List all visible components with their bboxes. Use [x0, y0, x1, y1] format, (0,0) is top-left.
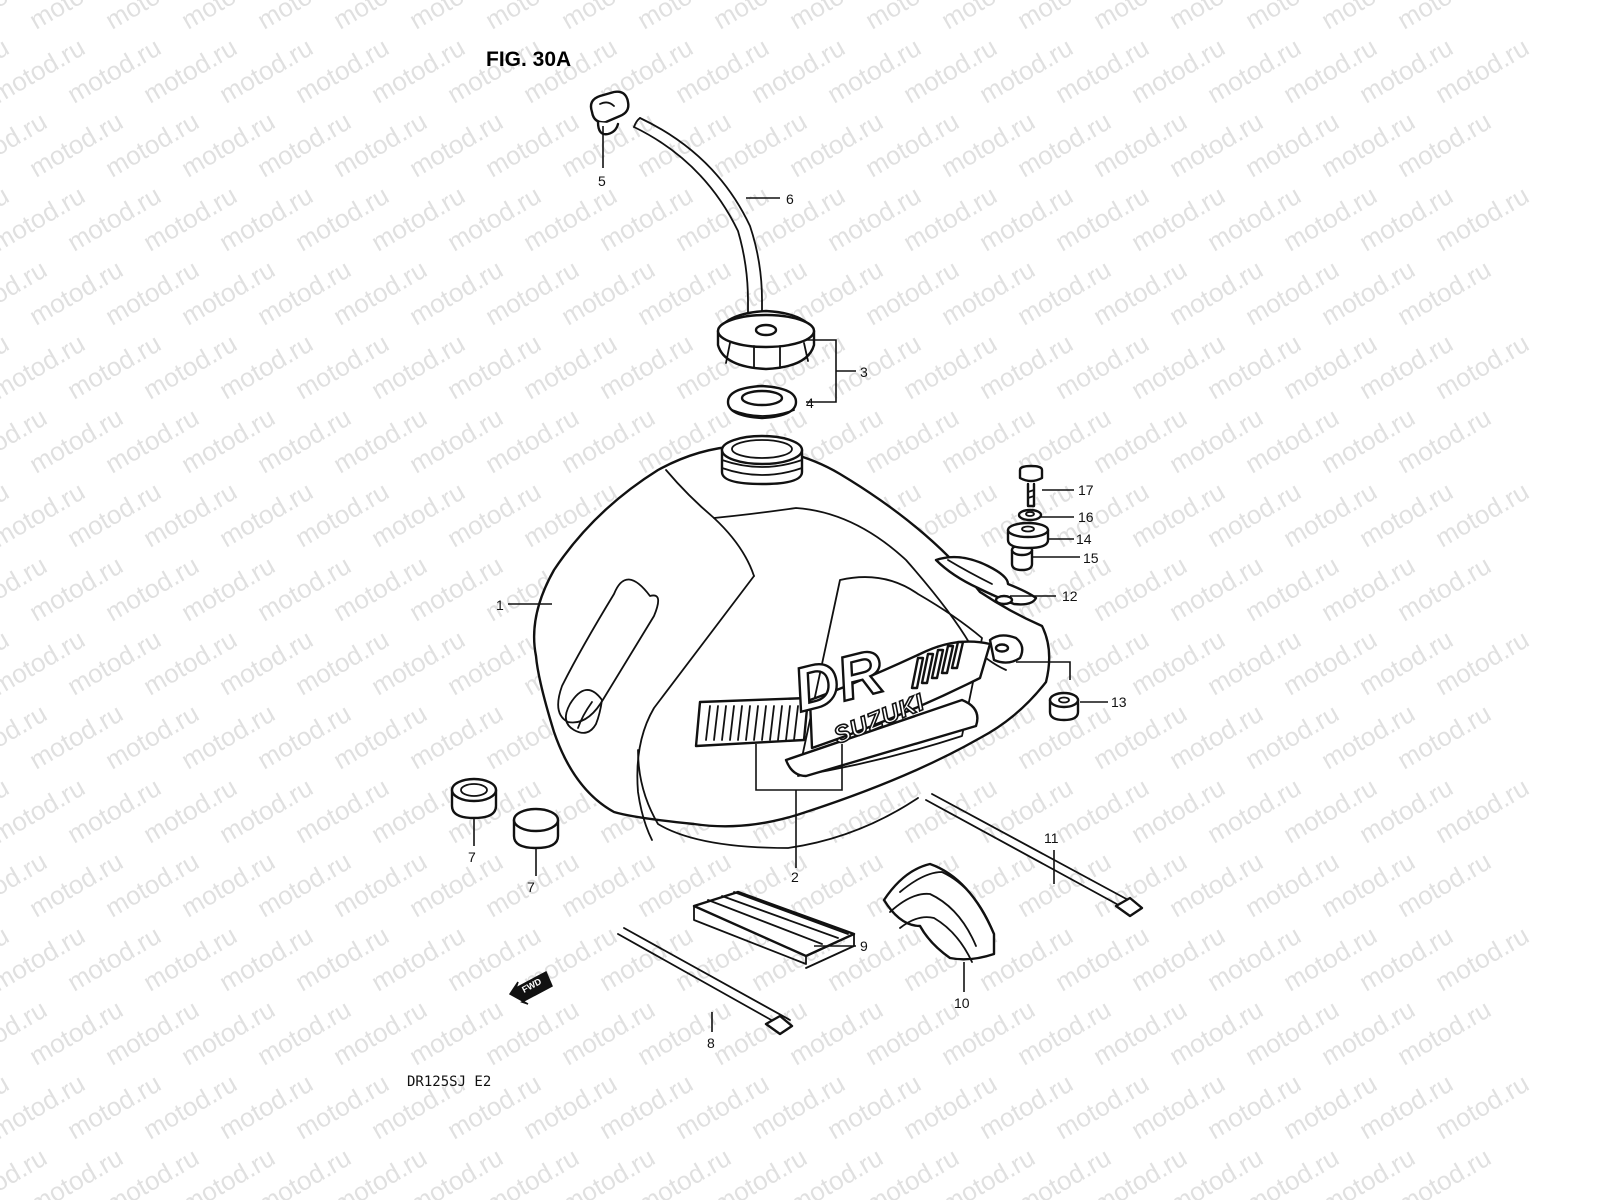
emblem-stripe [777, 705, 783, 741]
emblem-stripe [729, 705, 735, 741]
emblem-bar [940, 644, 955, 675]
callout-16: 16 [1078, 509, 1094, 525]
part-10-tank-cushion [882, 862, 996, 963]
emblem-bars [910, 640, 965, 690]
part-4-cap-gasket [726, 384, 798, 420]
emblem-bar [950, 640, 965, 670]
callout-7-left: 7 [468, 849, 476, 865]
part-14-cushion [1006, 521, 1050, 550]
emblem-bar [930, 648, 945, 680]
callout-14: 14 [1076, 531, 1092, 547]
part-12-bracket [934, 555, 1038, 606]
part-9-cushion-pad [692, 890, 856, 969]
part-16-washer [1017, 508, 1043, 522]
part-13-cushion [1048, 691, 1080, 722]
leader-lines [473, 126, 1108, 1032]
callout-7-right: 7 [527, 879, 535, 895]
emblem-bar [910, 656, 925, 690]
callout-17: 17 [1078, 482, 1094, 498]
emblem-stripe [705, 705, 711, 741]
emblem-stripe [713, 705, 719, 741]
watermark-text: motod.ru [1392, 0, 1496, 35]
emblem-stripe [753, 705, 759, 741]
callout-12: 12 [1062, 588, 1078, 604]
callout-10: 10 [954, 995, 970, 1011]
part-17-bolt [1018, 464, 1044, 508]
emblem-bar [920, 652, 935, 685]
figure-title: FIG. 30A [486, 48, 571, 71]
part-8-band [617, 927, 794, 1036]
callout-3: 3 [860, 364, 868, 380]
emblem-stripe [761, 705, 767, 741]
callout-2: 2 [791, 869, 799, 885]
callout-labels: 1 2 3 4 5 6 7 7 8 9 10 11 12 13 14 15 16… [468, 173, 1127, 1051]
callout-11: 11 [1044, 830, 1059, 846]
part-7-cushion-left [450, 777, 498, 820]
callout-5: 5 [598, 173, 606, 189]
callout-6: 6 [786, 191, 794, 207]
callout-1: 1 [496, 597, 504, 613]
emblem-stripe [721, 705, 727, 741]
callout-4: 4 [806, 395, 814, 411]
callout-8: 8 [707, 1035, 715, 1051]
part-2-tank-emblem: DR SUZUKI [694, 636, 992, 778]
callout-13: 13 [1111, 694, 1127, 710]
emblem-stripe [745, 705, 751, 741]
emblem-stripe [737, 705, 743, 741]
part-3-fuel-cap [716, 309, 816, 371]
emblem-stripe [785, 705, 791, 741]
emblem-stripes [705, 705, 799, 741]
callout-9: 9 [860, 938, 868, 954]
callout-15: 15 [1083, 550, 1099, 566]
model-code: DR125SJ E2 [407, 1074, 491, 1090]
part-11-band [925, 793, 1144, 918]
emblem-stripe [769, 705, 775, 741]
emblem-stripe [793, 705, 799, 741]
part-7-cushion-right [512, 807, 560, 850]
